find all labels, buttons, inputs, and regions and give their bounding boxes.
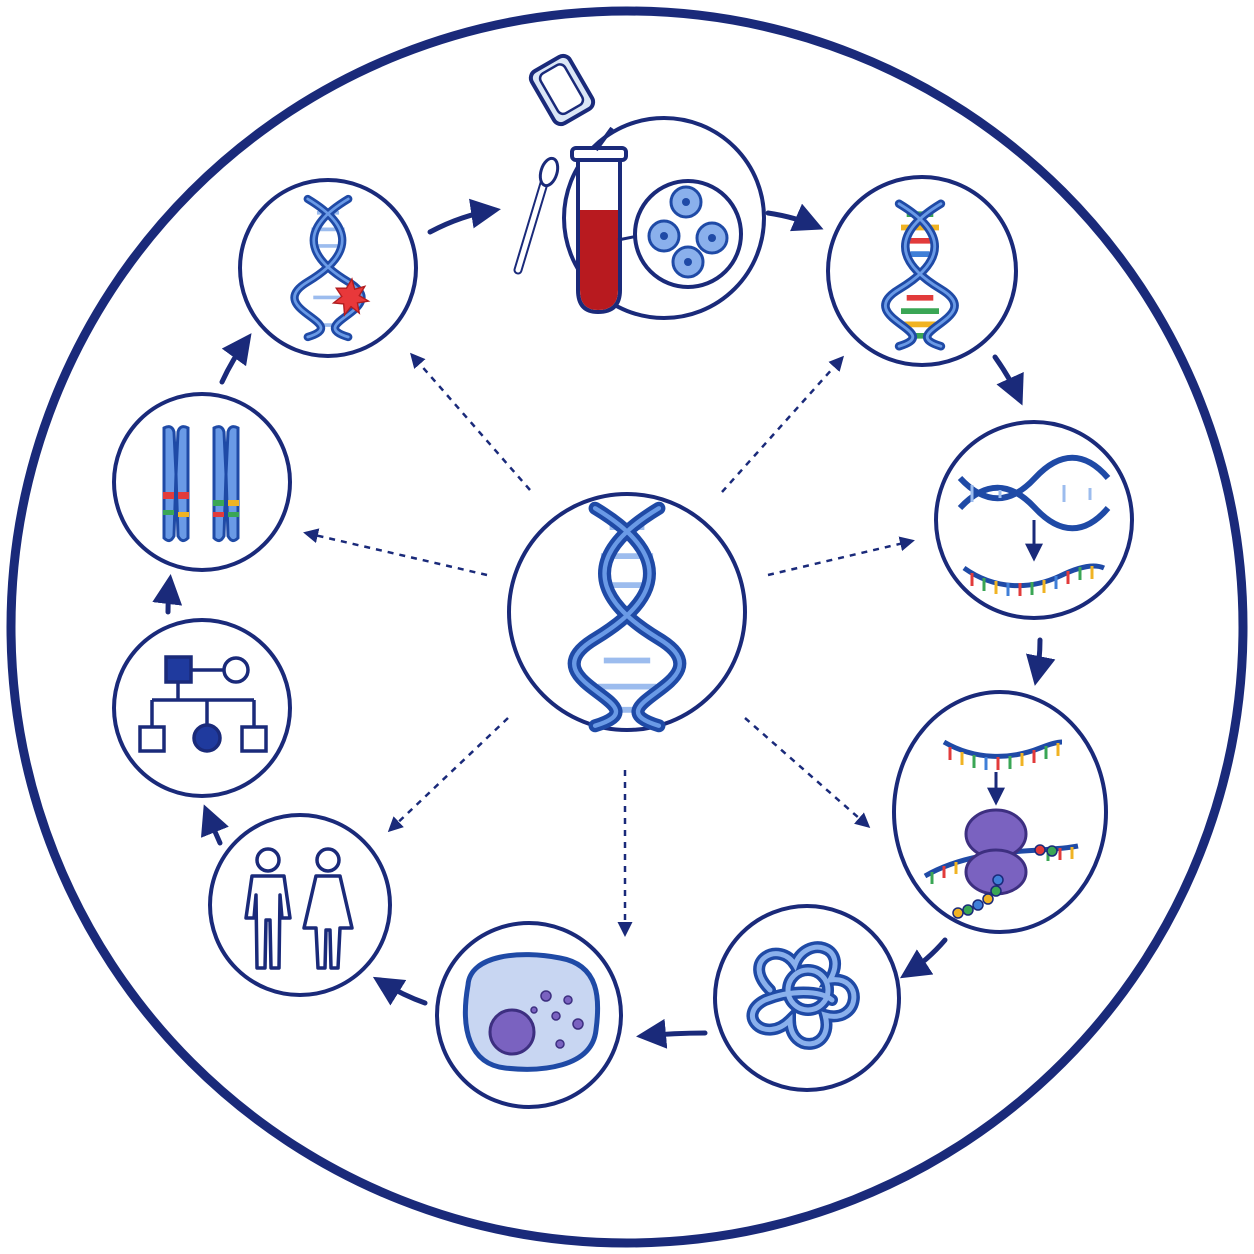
- hub-node: [507, 492, 747, 730]
- node-chromosomes: [112, 392, 292, 572]
- swab-icon: [513, 156, 560, 275]
- male-figure-icon: [244, 847, 292, 970]
- node-pedigree: [112, 618, 292, 798]
- chromosome-icon: [162, 425, 190, 543]
- transcription-icon: [957, 454, 1111, 596]
- translation-icon: [923, 739, 1079, 919]
- ribosome-icon: [964, 808, 1028, 896]
- cell-icon: [462, 952, 601, 1072]
- node-translation: [892, 690, 1108, 934]
- protein-folding-icon: [746, 941, 860, 1050]
- mutation-burst-icon: [331, 277, 371, 317]
- dna-sequencing-icon: [885, 204, 954, 347]
- cells-inset-icon: [617, 179, 743, 289]
- node-dna-sequencing: [826, 175, 1018, 367]
- female-figure-icon: [302, 847, 354, 970]
- nucleus-icon: [488, 1008, 536, 1056]
- cycle-arrows: [152, 198, 1056, 1049]
- dna-double-helix-icon: [574, 508, 680, 726]
- blood-tube-icon: [528, 53, 628, 315]
- node-dna-mutation: [238, 178, 418, 358]
- node-protein-folding: [713, 904, 901, 1092]
- node-cell: [435, 921, 623, 1109]
- node-sample-collection: [513, 53, 766, 320]
- dna-mutation-icon: [294, 199, 371, 337]
- outer-ring: [6, 6, 1248, 1248]
- peptide-chain-icon: [952, 844, 1058, 919]
- node-transcription: [934, 420, 1134, 620]
- male-female-icon: [244, 847, 354, 970]
- chromosomes-icon: [162, 425, 240, 543]
- chromosome-icon: [212, 425, 240, 543]
- pedigree-chart-icon: [138, 655, 268, 753]
- node-male-female: [208, 813, 392, 997]
- hub-spokes: [303, 352, 915, 937]
- sample-collection-icon: [513, 53, 743, 315]
